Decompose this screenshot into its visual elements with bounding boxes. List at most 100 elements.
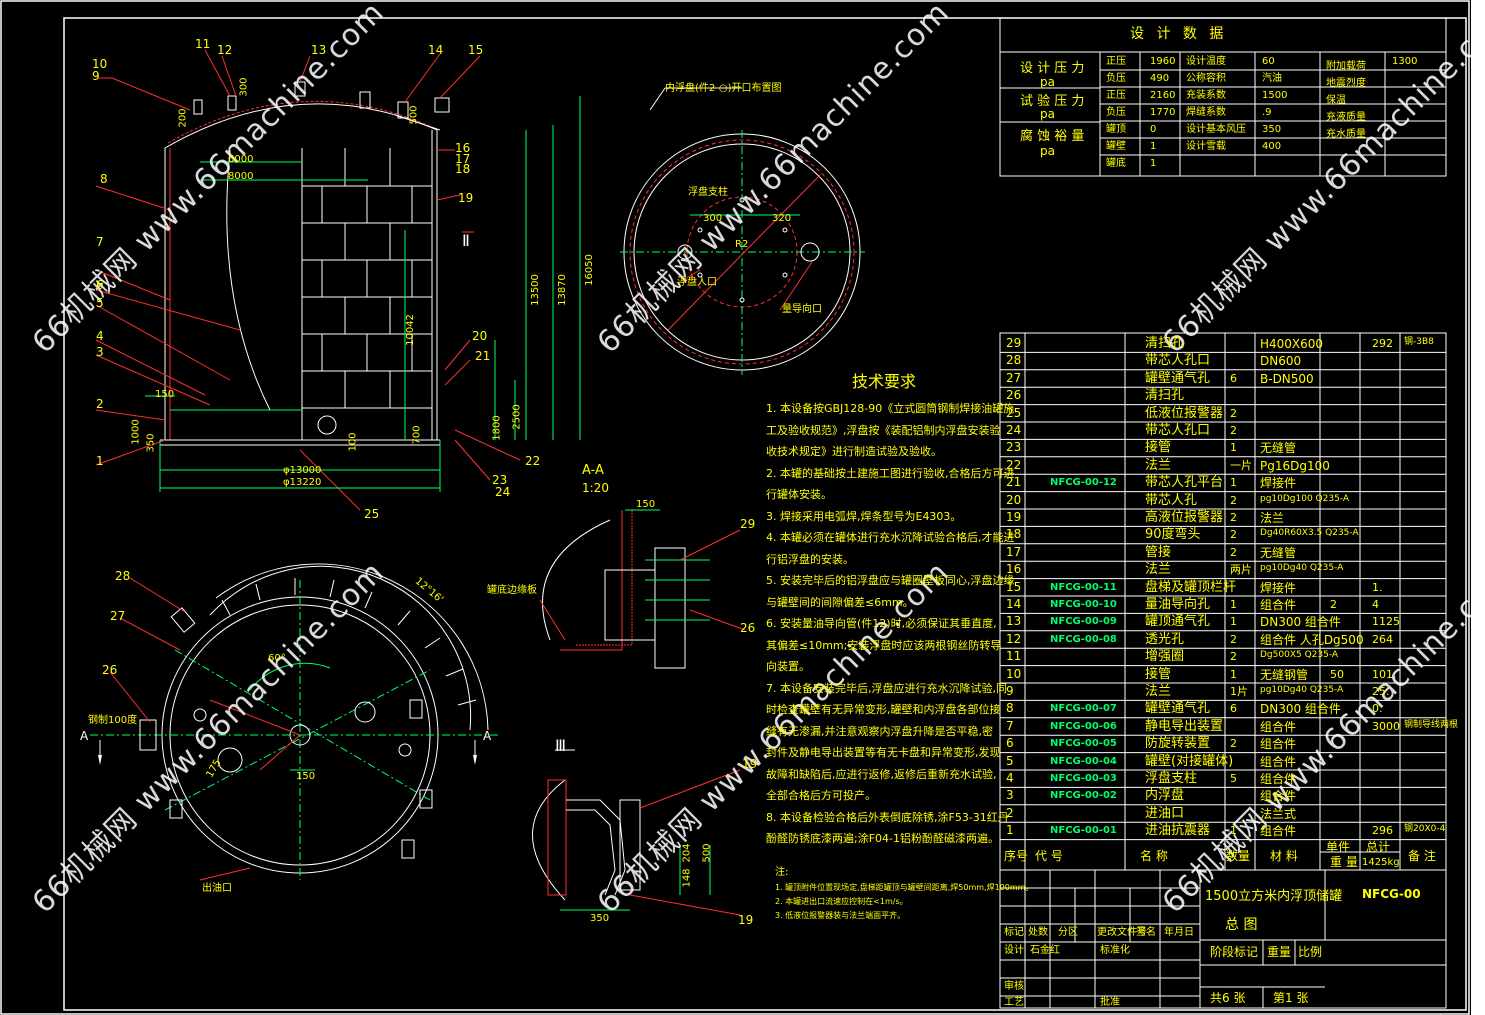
dimension-text: 350 [145, 433, 157, 453]
plan-steel-label: 钢制100度 [88, 715, 138, 726]
part-material: 组合件 [1260, 719, 1297, 734]
revision-header: 年月日 [1164, 927, 1194, 938]
part-qty: 1 [1230, 615, 1237, 629]
plan-label-27: 27 [110, 609, 126, 623]
part-material: 组合件 人孔Dg500 [1260, 632, 1364, 647]
part-name: 增强圈 [1145, 649, 1185, 665]
callout-label: 9 [92, 69, 100, 83]
callout-label: 21 [475, 349, 491, 363]
part-material: 法兰 [1260, 511, 1285, 525]
tech-req-line: 与罐壁间的间隙偏差≤6mm。 [766, 595, 914, 609]
part-name: 防旋转装置 [1145, 736, 1211, 752]
part-name: 高液位报警器 [1145, 510, 1224, 525]
design-data-table [999, 17, 1447, 177]
callout-label: 6 [96, 278, 104, 292]
part-number: 26 [1006, 388, 1022, 403]
sheet-number: 第1 张 [1273, 991, 1309, 1005]
part-material: 焊接件 [1260, 580, 1297, 595]
callout-label: 8 [100, 172, 108, 186]
tech-req-line: 行罐体安装。 [766, 488, 832, 501]
tech-req-line: 5. 安装完毕后的铝浮盘应与罐圈壁板同心,浮盘边缘 [766, 574, 1015, 587]
detail-dim-148: 148 [681, 868, 693, 888]
dimension-text: 6000 [228, 154, 254, 165]
revision-header: 处数 [1028, 927, 1048, 938]
part-material: 法兰式 [1260, 806, 1297, 821]
drawing-code: NFCG-00 [1362, 887, 1421, 901]
tech-req-line: 2. 本罐的基础按土建施工图进行验收,合格后方可进 [766, 466, 1015, 480]
part-weight-single: 2 [1330, 598, 1337, 611]
part-name: 低液位报警器 [1145, 405, 1224, 421]
note-line: 1. 罐顶附件位置现场定,盘梯距罐顶与罐壁间距离,焊50mm,焊100mm。 [775, 883, 1034, 892]
section-label-26: 26 [740, 621, 756, 635]
part-name: 清扫孔 [1145, 388, 1185, 404]
part-name: 内浮盘 [1145, 788, 1185, 804]
part-name: 进油口 [1145, 805, 1185, 821]
part-qty: 1 [1230, 667, 1237, 681]
part-qty: 2 [1230, 528, 1237, 542]
tech-req-line: 其偏差≤10mm;安装浮盘时应该两根钢丝防转导 [766, 638, 1002, 652]
detail-dim-204: 204 [681, 843, 693, 863]
design-pressure-unit: pa [1040, 75, 1055, 89]
dimension-text: 13500 [529, 274, 541, 306]
test-pressure-unit: pa [1040, 107, 1055, 121]
part-number: 21 [1006, 475, 1022, 490]
part-qty: 两片 [1230, 563, 1252, 577]
part-qty: 一片 [1230, 458, 1252, 472]
part-name: 管接 [1145, 544, 1172, 560]
weight-label: 重量 [1267, 945, 1292, 959]
tech-req-line: 8. 本设备检验合格后外表倒底除锈,涂F53-31红丹 [766, 810, 1009, 824]
part-number: 3 [1006, 788, 1014, 803]
dimension-text: 200 [177, 108, 189, 128]
part-number: 27 [1006, 370, 1022, 385]
outlet-label: 出油口 [202, 883, 232, 894]
part-material: 无缝钢管 [1260, 667, 1309, 682]
part-weight-total: 1125 [1372, 615, 1400, 629]
part-number: 29 [1006, 336, 1022, 350]
float-deck-layout-view [620, 87, 865, 375]
part-note: 钢制导线两根 [1404, 719, 1459, 730]
design-param-label: 设计基本风压 [1186, 124, 1246, 135]
part-name: 罐顶通气孔 [1145, 614, 1211, 630]
design-param-value: 400 [1262, 141, 1282, 152]
revision-header: 更改文件号 [1097, 927, 1147, 938]
part-weight-total: 0. [1372, 702, 1383, 716]
header-weight-total: 总计 [1366, 840, 1391, 854]
tech-req-line: 3. 焊接采用电弧焊,焊条型号为E4303。 [766, 509, 962, 523]
part-number: 20 [1006, 492, 1022, 507]
part-qty: 2 [1230, 632, 1237, 646]
part-material: 组合件 [1260, 598, 1297, 612]
drawing-name-2: 总 图 [1225, 917, 1258, 933]
part-weight-total: 3000 [1372, 719, 1400, 733]
callout-label: 2 [96, 397, 104, 411]
vertical-scrollbar[interactable] [1471, 0, 1485, 1015]
tech-req-line: 全部合格后方可投产。 [766, 789, 876, 802]
design-sub-label: 罐底 [1106, 158, 1126, 169]
tank-elevation-view [95, 49, 581, 511]
part-name: 接管 [1145, 666, 1172, 682]
part-weight-total: 4 [1372, 598, 1379, 611]
part-material: DN600 [1260, 354, 1302, 369]
tech-req-line: 收技术规定》进行制造试验及验收。 [766, 445, 942, 458]
design-extra-label: 地震烈度 [1326, 78, 1366, 89]
part-number: 8 [1006, 701, 1014, 716]
note-line: 3. 低液位报警器装与法兰端面平齐。 [775, 911, 906, 920]
dimension-text: 500 [408, 105, 420, 125]
design-sub-label: 负压 [1106, 107, 1126, 118]
part-number: 18 [1006, 527, 1022, 542]
process-cell: 工艺 [1004, 997, 1024, 1008]
callout-label: 13 [311, 43, 327, 57]
header-material: 材 料 [1270, 849, 1298, 863]
part-qty: 6 [1230, 371, 1237, 385]
part-number: 25 [1006, 405, 1022, 420]
header-note: 备 注 [1408, 849, 1436, 863]
callout-label: 15 [468, 43, 484, 57]
tech-req-line: 4. 本罐必须在罐体进行充水沉降试验合格后,才能进 [766, 531, 1015, 544]
part-name: 接管 [1145, 440, 1172, 456]
part-name: 90度弯头 [1145, 527, 1201, 543]
detail-dim-350: 350 [590, 913, 610, 924]
callout-label: 4 [96, 329, 104, 343]
tech-req-line: 时检查罐壁有无异常变形,罐壁和内浮盘各部位接 [766, 703, 1001, 716]
callout-label: 10 [92, 57, 108, 71]
part-name: 法兰 [1145, 684, 1172, 699]
